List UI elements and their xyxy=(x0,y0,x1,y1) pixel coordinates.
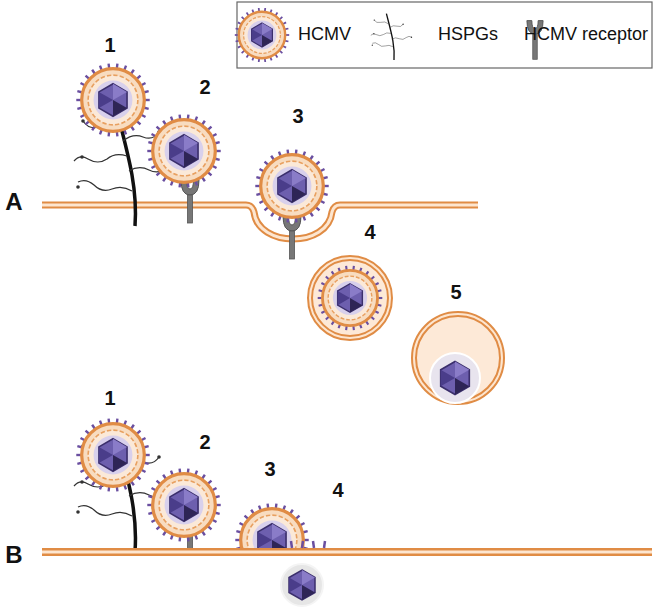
callout-number: 2 xyxy=(199,76,210,98)
fusing-virion-a5 xyxy=(430,353,480,403)
callout-number: 1 xyxy=(104,387,115,409)
membrane-b xyxy=(42,552,652,553)
membrane-a xyxy=(42,205,478,239)
virion-a2 xyxy=(147,115,220,188)
envelope-spikes-b4 xyxy=(291,541,325,548)
legend-box xyxy=(237,2,652,68)
callout-number: 5 xyxy=(450,281,461,303)
virion-b1 xyxy=(76,419,149,492)
callout-number: 4 xyxy=(364,221,375,243)
legend-label: HSPGs xyxy=(438,25,498,45)
virion-a4 xyxy=(318,266,383,330)
callout-number: 3 xyxy=(264,458,275,480)
virion-a1 xyxy=(76,64,149,137)
receptor-a2 xyxy=(181,180,199,223)
legend-label: HCMV xyxy=(298,25,351,45)
fusing-virion-b3 xyxy=(235,504,308,552)
callout-number: 2 xyxy=(199,431,210,453)
virion-a3 xyxy=(255,150,328,223)
receptor-a3 xyxy=(283,216,301,259)
endosome-4 xyxy=(310,258,390,338)
callout-number: 1 xyxy=(104,34,115,56)
virion-b2 xyxy=(147,469,220,542)
endosome-5 xyxy=(414,314,502,402)
legend-label: HCMV receptor xyxy=(524,25,648,45)
released-capsid-b4 xyxy=(281,564,323,606)
legend-virion xyxy=(235,8,289,62)
callout-number: 3 xyxy=(292,105,303,127)
panel-letter: B xyxy=(5,542,22,568)
legend-hspg xyxy=(371,14,412,60)
panel-letter: A xyxy=(5,189,22,215)
callout-number: 4 xyxy=(332,479,343,501)
